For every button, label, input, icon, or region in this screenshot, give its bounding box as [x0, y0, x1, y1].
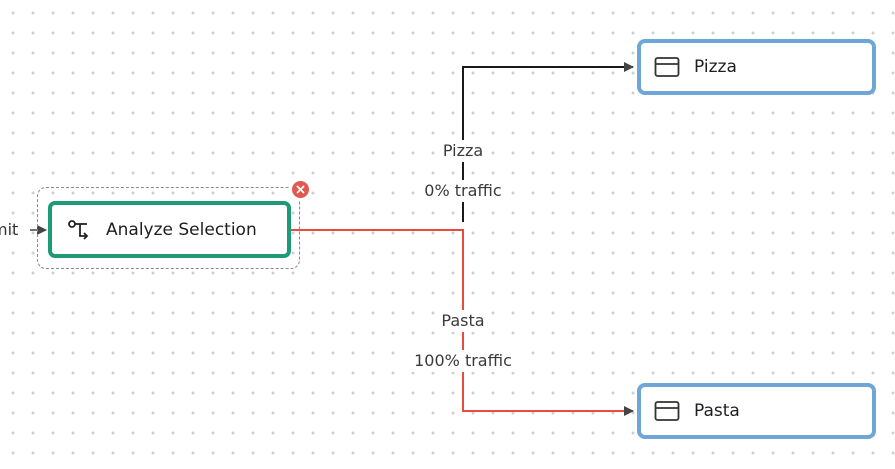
branch-icon	[66, 217, 92, 243]
edge-to-pizza[interactable]	[462, 62, 634, 222]
decision-node-analyze-selection[interactable]: Analyze Selection	[48, 201, 291, 258]
close-icon	[296, 185, 305, 194]
edge-label-pasta-name[interactable]: Pasta	[438, 310, 488, 332]
edge-label-pizza-name[interactable]: Pizza	[439, 140, 487, 162]
page-icon	[654, 54, 680, 80]
page-node-pasta-label: Pasta	[694, 401, 740, 421]
incoming-edge-label: mit	[0, 220, 19, 239]
edge-label-pasta-traffic[interactable]: 100% traffic	[411, 350, 515, 372]
page-node-pizza-label: Pizza	[694, 57, 737, 77]
delete-node-button[interactable]	[292, 181, 309, 198]
page-icon	[654, 398, 680, 424]
page-node-pizza[interactable]: Pizza	[637, 39, 876, 95]
decision-node-label: Analyze Selection	[106, 219, 257, 240]
edge-label-pizza-traffic[interactable]: 0% traffic	[421, 180, 505, 202]
selection-frame	[37, 187, 300, 269]
page-node-pasta[interactable]: Pasta	[637, 383, 876, 439]
